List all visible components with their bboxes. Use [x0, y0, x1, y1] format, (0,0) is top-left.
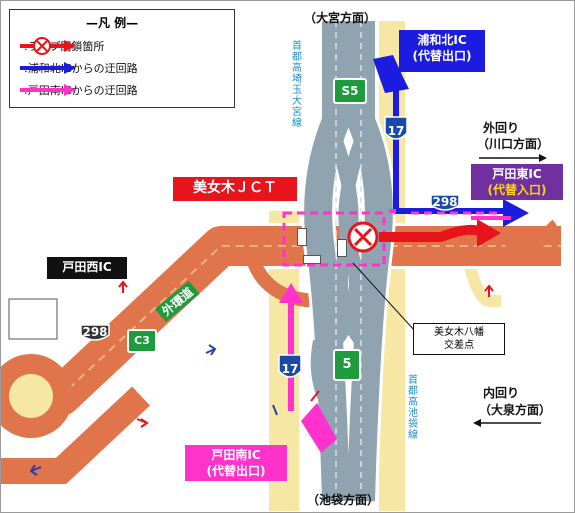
saitama-omiya-route-label: 首都高埼玉大宮線	[292, 41, 302, 129]
outer-loop-label: 外回り	[483, 121, 520, 135]
route-298-shield-icon	[430, 194, 460, 211]
direction-omiya: （大宮方面）	[304, 11, 377, 25]
urawa-kita-ic-box: 浦和北IC (代替出口)	[399, 30, 485, 72]
route-17-shield-icon	[278, 354, 302, 378]
toda-minami-ic-name: 戸田南IC	[211, 448, 261, 462]
route-c3-shield: C3	[127, 329, 157, 353]
toll-gate-marker	[303, 255, 321, 264]
legend-row-closed: :ランプ閉鎖箇所	[18, 36, 104, 56]
outer-loop-direction: （川口方面）	[477, 137, 550, 151]
inner-loop-direction: （大泉方面）	[479, 403, 552, 417]
toda-minami-ic-box: 戸田南IC (代替出口)	[185, 445, 287, 481]
legend-row-urawa: :浦和北ICからの迂回路	[18, 58, 138, 78]
bijogi-hachiman-intersection-label: 美女木八幡 交差点	[413, 323, 505, 355]
intersection-name-line1: 美女木八幡	[434, 327, 484, 338]
national-route-298-shield-east: 298	[429, 193, 461, 213]
shutoko-expressway	[301, 21, 396, 502]
route-5-shield: 5	[333, 349, 361, 381]
legend-title: —凡 例—	[86, 16, 139, 30]
toll-gate-marker	[337, 239, 347, 257]
toda-minami-ic-note: (代替出口)	[206, 464, 266, 478]
interchange-outline	[8, 298, 58, 340]
toda-nishi-ic-box: 戸田西IC	[47, 257, 127, 279]
blue-traffic-arrows	[29, 344, 278, 476]
intersection-name-line2: 交差点	[444, 340, 474, 351]
urawa-kita-ic-note: (代替出口)	[412, 49, 472, 63]
inner-loop-label: 内回り	[483, 386, 520, 400]
route-298-shield-icon	[80, 324, 110, 341]
legend: —凡 例— :ランプ閉鎖箇所 :浦和北ICからの迂回路 :戸田南IC	[9, 9, 235, 108]
ikebukuro-route-label: 首都高池袋線	[408, 375, 418, 441]
toll-gate-marker	[297, 228, 307, 246]
national-route-17-shield-north: 17	[383, 115, 409, 145]
toda-higashi-ic-box: 戸田東IC (代替入口)	[471, 164, 563, 200]
bijogi-jct-name: 美女木ＪＣＴ	[193, 180, 277, 196]
magenta-arrow-icon	[20, 84, 76, 96]
legend-label-toda: :戸田南ICからの迂回路	[24, 84, 138, 97]
legend-row-toda: :戸田南ICからの迂回路	[18, 80, 138, 100]
route-298-number-east: 298	[432, 195, 458, 209]
closed-ramp-icon	[20, 37, 76, 55]
legend-label-urawa: :浦和北ICからの迂回路	[24, 62, 138, 75]
urawa-kita-ic-name: 浦和北IC	[417, 33, 467, 47]
intersection-pointer	[352, 262, 416, 332]
direction-ikebukuro: （池袋方面）	[307, 493, 380, 507]
toda-higashi-ic-name: 戸田東IC	[492, 167, 542, 181]
blue-arrow-icon	[20, 62, 76, 74]
toda-higashi-ic-note: (代替入口)	[487, 183, 547, 197]
route-298-number-west: 298	[82, 325, 108, 339]
route-17-number-south: 17	[281, 362, 299, 376]
national-route-298-shield-west: 298	[79, 323, 111, 343]
route-17-shield-icon	[384, 116, 408, 140]
route-s5-shield: S5	[333, 78, 367, 104]
traffic-arrows	[118, 280, 494, 428]
direction-arrows	[473, 154, 547, 427]
national-route-17-shield-south: 17	[277, 353, 303, 383]
jct-highlight-box	[282, 211, 386, 267]
closed-ramp-arrow	[347, 219, 501, 253]
bijogi-jct-box: 美女木ＪＣＴ	[173, 177, 297, 201]
route-17-number-north: 17	[387, 124, 405, 138]
toda-nishi-ic-name: 戸田西IC	[62, 260, 112, 274]
